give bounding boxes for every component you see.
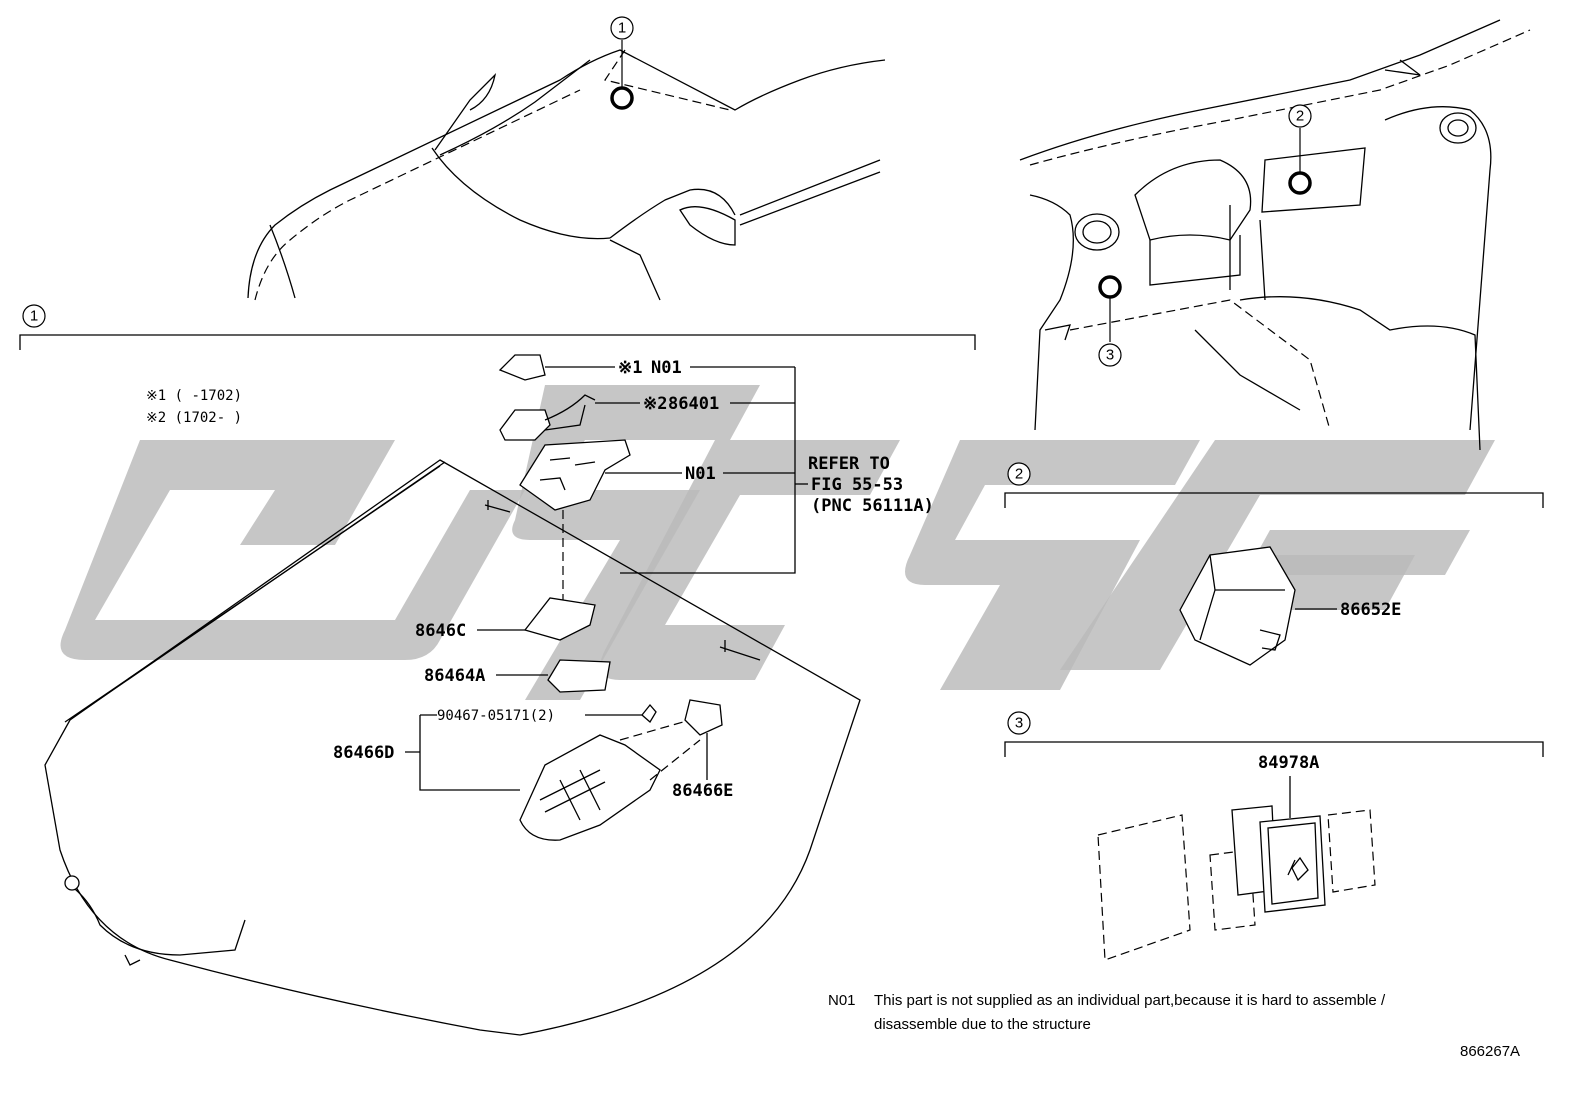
dashboard-illustration: 2 3: [1019, 19, 1531, 451]
refer-line-2: FIG 55-53: [811, 475, 903, 495]
part-86466d-shape: [519, 734, 661, 841]
part-clip-shape: [641, 703, 657, 724]
part-86401-mark: ※2: [643, 394, 667, 414]
part-84978a-label: 84978A: [1258, 753, 1319, 773]
part-86464a-label: 86464A: [424, 666, 485, 686]
section-3-label: 3: [1015, 715, 1023, 732]
part-86652e-shape: [1179, 546, 1296, 666]
part-86466e-label: 86466E: [672, 781, 733, 801]
refer-line-1: REFER TO: [808, 454, 890, 474]
part-8646c-label: 8646C: [415, 621, 466, 641]
callout-label-car: 1: [618, 20, 626, 37]
refer-line-3: (PNC 56111A): [811, 496, 934, 516]
section-1-bracket: 1: [19, 304, 976, 350]
part-n01-label: N01: [651, 358, 682, 378]
part-group-section-1: ※1 N01 ※2 86401 N01 REFER TO FIG 55-53 (…: [333, 354, 934, 841]
part-8646c-shape: [523, 597, 596, 641]
part-n01-shape: [498, 354, 546, 381]
condition-2: ※2 (1702- ): [146, 410, 242, 426]
callout-circle: [610, 16, 634, 40]
condition-1: ※1 ( -1702): [146, 388, 242, 404]
section-1-label: 1: [30, 308, 38, 325]
section-2-label: 2: [1015, 466, 1023, 483]
part-86401-label: 86401: [668, 394, 719, 414]
part-n01-bracket-label: N01: [685, 464, 716, 484]
car-exterior-illustration: 1: [247, 16, 886, 301]
part-86464a-shape: [547, 659, 611, 693]
section-3: 3 84978A: [1004, 711, 1544, 961]
part-86466e-shape: [684, 699, 723, 736]
note-line-1: This part is not supplied as an individu…: [874, 992, 1386, 1009]
section-2: 2 86652E: [1004, 462, 1544, 666]
part-n01-bracket-shape: [519, 439, 631, 511]
note-code: N01: [828, 992, 856, 1009]
note-line-2: disassemble due to the structure: [874, 1016, 1091, 1033]
part-86401-shape: [499, 409, 551, 441]
callout-label-dash-lower: 3: [1106, 347, 1114, 364]
part-clip-label: 90467-05171(2): [437, 708, 555, 724]
part-86466d-label: 86466D: [333, 743, 394, 763]
diagram-id: 866267A: [1460, 1043, 1520, 1060]
part-n01-mark: ※1: [618, 358, 642, 378]
part-86652e-label: 86652E: [1340, 600, 1401, 620]
windshield: [44, 459, 861, 1036]
callout-label-dash-center: 2: [1296, 108, 1304, 125]
